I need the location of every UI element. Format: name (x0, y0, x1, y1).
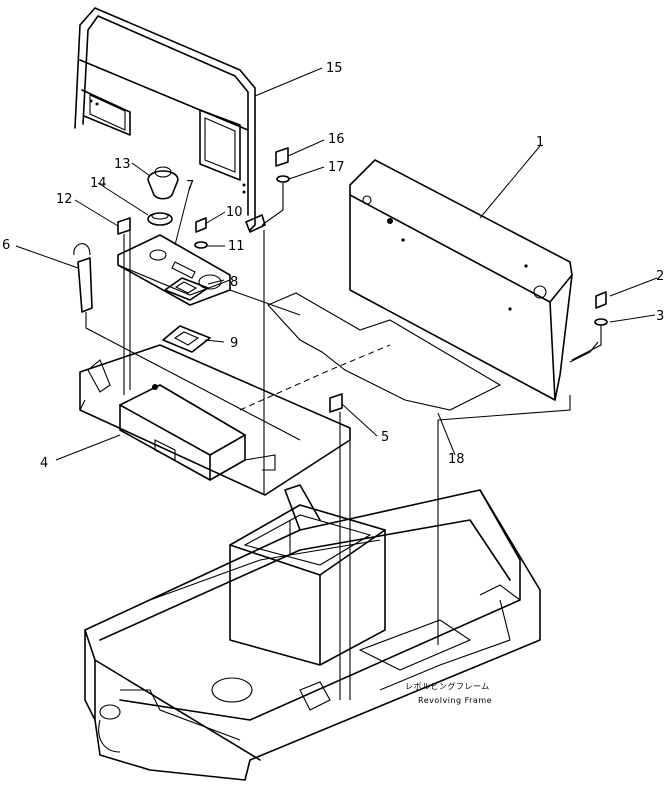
callout-5: 5 (381, 430, 389, 445)
washer-17 (276, 175, 290, 183)
callout-16: 16 (328, 132, 345, 147)
callout-12: 12 (56, 192, 73, 207)
ring-14 (147, 212, 173, 226)
bolt-16 (275, 147, 289, 167)
callout-8: 8 (230, 275, 238, 290)
floor-mat (267, 292, 502, 411)
plate-8 (164, 277, 209, 301)
callout-13: 13 (114, 157, 131, 172)
callout-10: 10 (226, 205, 243, 220)
caption-english: Revolving Frame (418, 696, 492, 705)
rod-6 (73, 243, 93, 313)
assembly-lines (85, 183, 602, 700)
washer-3 (594, 318, 608, 326)
floor-plate (79, 344, 351, 496)
bolt-10 (195, 217, 207, 233)
callout-4: 4 (40, 456, 48, 471)
bolt-12 (117, 217, 131, 395)
bolt-5 (329, 393, 343, 413)
guard-rail (74, 7, 266, 233)
callout-14: 14 (90, 176, 107, 191)
callout-labels: 1 2 3 4 5 6 7 8 9 10 11 12 13 14 15 16 1… (2, 61, 664, 471)
control-plate (117, 234, 231, 306)
callout-6: 6 (2, 238, 10, 253)
leader-lines (15, 67, 658, 461)
callout-18: 18 (448, 452, 465, 467)
bolt-2 (595, 291, 607, 309)
callout-7: 7 (186, 179, 194, 194)
callout-17: 17 (328, 160, 345, 175)
caption-japanese: レボルビングフレーム (405, 681, 490, 691)
right-panel (349, 159, 599, 401)
plate-9 (162, 325, 211, 353)
callout-9: 9 (230, 336, 238, 351)
revolving-frame (84, 484, 541, 781)
callout-15: 15 (326, 61, 343, 76)
frame-caption: レボルビングフレーム Revolving Frame (405, 681, 492, 705)
knob-13 (147, 166, 179, 200)
callout-3: 3 (656, 309, 664, 324)
callout-11: 11 (228, 239, 245, 254)
callout-1: 1 (536, 135, 544, 150)
callout-2: 2 (656, 269, 664, 284)
washer-11 (194, 241, 208, 249)
